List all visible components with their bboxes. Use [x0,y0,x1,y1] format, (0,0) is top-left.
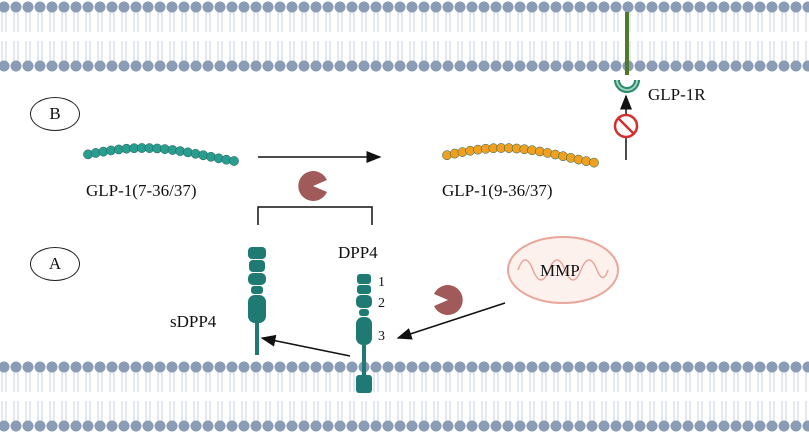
membrane-top [0,2,809,72]
shedding-arrow [262,338,350,356]
panel-a-label: A [30,247,80,281]
glp1-active-label: GLP-1(7-36/37) [86,182,196,199]
receptor-cup [617,80,637,90]
bracket [258,207,372,225]
mmp-pacman-icon [434,285,463,315]
membrane-bottom [0,362,809,432]
glp1-active-peptide [83,143,238,165]
glp1r-receptor [617,12,637,90]
dpp4-pacman-icon [298,171,327,201]
panel-b-label: B [30,97,80,131]
mmp-label: MMP [540,262,580,279]
domain-number-2: 2 [378,297,385,311]
glp1r-label: GLP-1R [648,86,706,103]
sdpp4-label: sDPP4 [170,313,216,330]
block-icon [615,115,637,137]
domain-number-3: 3 [378,330,385,344]
domain-number-1: 1 [378,276,385,290]
dpp4-label: DPP4 [338,244,378,261]
dpp4-enzyme [356,274,372,393]
glp1-inactive-label: GLP-1(9-36/37) [442,182,552,199]
glp1-inactive-peptide [442,143,598,167]
